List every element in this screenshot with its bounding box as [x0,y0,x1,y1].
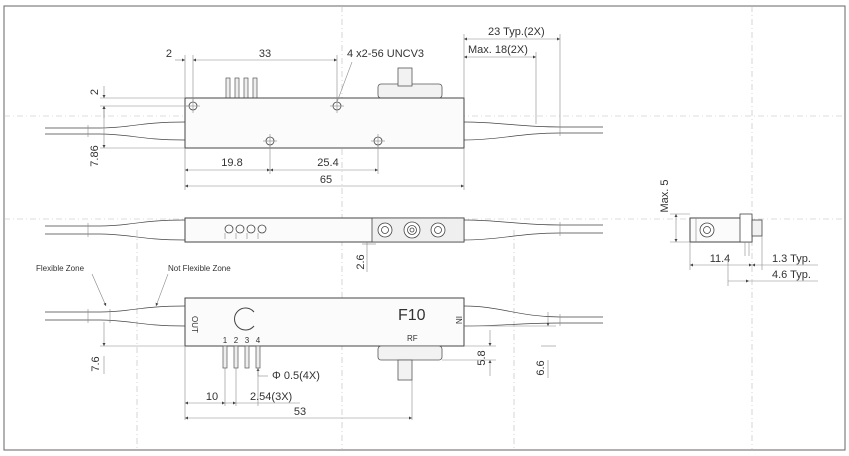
port-out-label: OUT [190,316,199,333]
dim-end-width: 11.4 [710,253,731,265]
top-pins [225,77,258,99]
dim-length: 65 [320,174,332,186]
dim-fiber-typ: 23 Typ.(2X) [488,26,545,38]
dim-pin-pitch: 2.54(3X) [250,391,292,403]
side-pins [224,224,267,239]
dim-end-offset: 4.6 Typ. [772,269,811,281]
dim-hole-spacing: 33 [259,48,271,60]
bottom-view: Flexible Zone Not Flexible Zone F10 RF O… [36,264,603,420]
dim-left-offset: 2 [166,48,172,60]
top-body [184,97,465,149]
thread-callout: 4 x2-56 UNCV3 [347,48,424,60]
port-in-label: IN [454,316,463,324]
dim-rf-height: 5.8 [476,350,488,365]
dim-hole-a: 19.8 [221,157,242,169]
bottom-pins [222,345,261,369]
dim-rf-width: 53 [294,406,306,418]
pin-label-1: 1 [223,336,228,345]
label-flexible-zone: Flexible Zone [36,264,85,273]
end-view: Max. 5 11.4 1.3 Typ. 4.6 Typ. [659,179,818,286]
rf-connector-bottom [377,345,443,361]
pin-label-4: 4 [256,336,261,345]
dim-end-step: 1.3 Typ. [772,253,811,265]
dim-end-max: Max. 5 [659,179,671,212]
dim-first-pin: 10 [206,391,218,403]
dim-pin-offset: 7.6 [90,356,102,371]
top-view: 2 33 4 x2-56 UNCV3 23 Typ.(2X) Max. 18(2… [45,26,603,190]
dim-hole-b: 25.4 [317,157,338,169]
model-label: F10 [398,307,426,324]
marker-circle [234,307,255,331]
dim-top-gap: 2 [89,89,101,95]
drawing-frame [3,5,846,451]
pin-label-3: 3 [245,336,250,345]
dim-side-height: 2.6 [355,254,367,269]
label-not-flexible-zone: Not Flexible Zone [168,264,231,273]
port-rf-label: RF [407,334,418,343]
dim-rf-right: 6.6 [535,360,547,375]
pin-label-2: 2 [234,336,239,345]
side-view: 2.6 [45,217,603,272]
dim-pin-diameter: Φ 0.5(4X) [272,370,320,382]
bottom-body [184,297,465,347]
dim-fiber-max: Max. 18(2X) [468,44,528,56]
dim-height: 7.86 [89,145,101,166]
